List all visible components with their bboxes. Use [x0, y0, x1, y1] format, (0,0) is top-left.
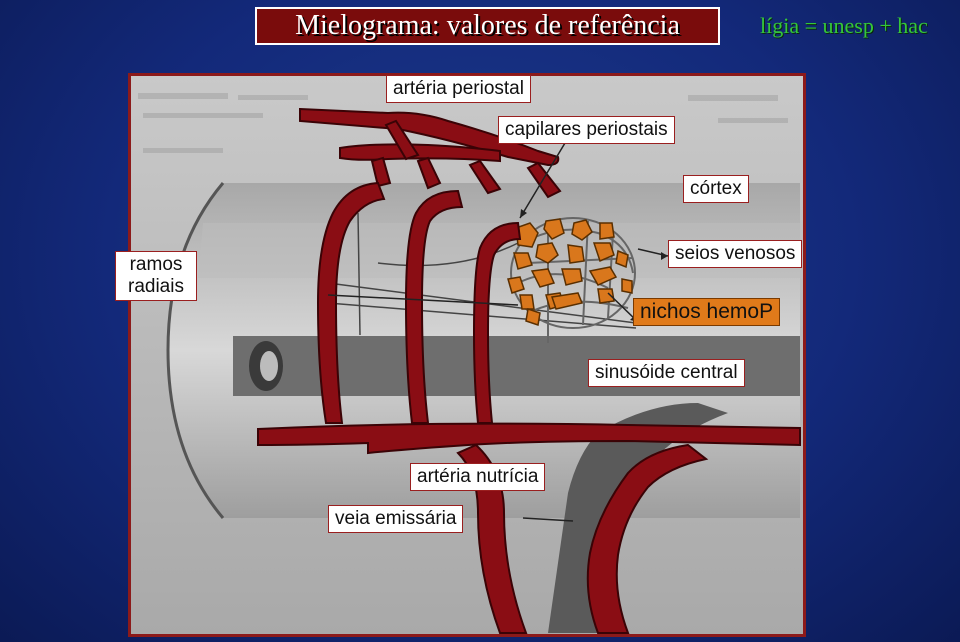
central-vessel	[257, 422, 801, 455]
nutrient-artery	[586, 443, 709, 634]
hematopoietic-niches	[507, 218, 633, 326]
label-seios-venosos: seios venosos	[668, 240, 803, 268]
title-box: Mielograma: valores de referência	[255, 7, 720, 45]
emissary-vein	[456, 443, 528, 634]
author-credit: lígia = unesp + hac	[760, 13, 928, 38]
label-capilares-periostais: capilares periostais	[498, 116, 675, 144]
label-arteria-periostal: artéria periostal	[386, 75, 531, 103]
label-veia-emissaria: veia emissária	[328, 505, 464, 533]
radial-branch-1	[316, 181, 386, 424]
label-arteria-nutricia: artéria nutrícia	[410, 463, 546, 491]
diagram-illustration	[131, 76, 803, 634]
label-sinusoide-central: sinusóide central	[588, 359, 745, 387]
page-title: Mielograma: valores de referência	[295, 10, 680, 41]
bone-marrow-diagram: artéria periostal capilares periostais c…	[115, 73, 806, 637]
label-cortex: córtex	[683, 175, 749, 203]
vessels	[257, 107, 801, 634]
radial-branch-2	[404, 189, 464, 424]
label-nichos-hemop: nichos hemoP	[633, 298, 781, 326]
label-ramos-radiais: ramos radiais	[115, 251, 197, 301]
